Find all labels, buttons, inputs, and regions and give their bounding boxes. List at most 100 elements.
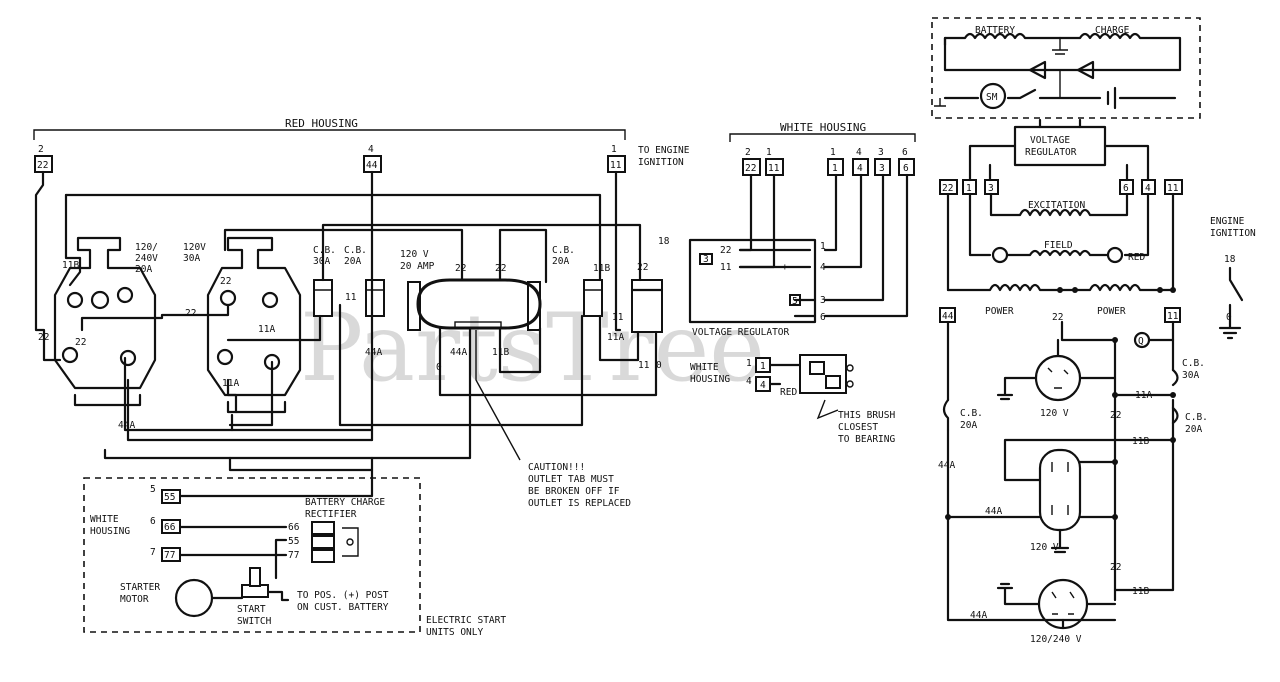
terminal-box-label: 11 [610, 160, 622, 171]
wire-label-44a: 44A [118, 420, 135, 431]
terminal-box-label: 66 [164, 522, 176, 533]
wire-label-22: 22 [185, 308, 196, 319]
terminal-44: 4 44 [363, 144, 382, 173]
terminal-num: 2 [745, 147, 751, 158]
brush-assembly [768, 354, 854, 420]
rectifier-label: BATTERY CHARGE [305, 497, 385, 508]
white-housing-section: WHITE HOUSING 2 22 1 11 1 1 4 4 3 3 6 [688, 121, 916, 445]
brush-note: THIS BRUSH [838, 410, 895, 421]
circuit-breaker-20a: C.B. 20A [344, 245, 385, 317]
cb2-label: 20A [344, 256, 361, 267]
wire-label-22: 22 [220, 276, 231, 287]
cb1-label: 30A [313, 256, 330, 267]
terminal-box-label: 55 [164, 492, 175, 503]
terminal-num: 1 [611, 144, 617, 155]
terminal-box-label: 6 [903, 163, 909, 174]
starter-motor-label: STARTER [120, 582, 160, 593]
terminal-box-label: 1 [832, 163, 838, 174]
terminal-num: 4 [746, 376, 752, 387]
wire-label-44a: 44A [365, 347, 382, 358]
red-housing-section: RED HOUSING TO ENGINE IGNITION 2 22 4 44… [33, 117, 690, 509]
wh-terminal-11: 1 11 [765, 147, 784, 176]
outlet3-label: 20 AMP [400, 261, 435, 272]
brush-white-housing: WHITE [690, 362, 719, 373]
outlet3-label: 120 V [400, 249, 429, 260]
terminal-num: 6 [902, 147, 908, 158]
rectifier-label: RECTIFIER [305, 509, 357, 520]
wire-label-11b: 11B [62, 260, 79, 271]
schematic-voltage-regulator [1013, 125, 1107, 167]
cb3-label: 20A [552, 256, 569, 267]
outlet2-label: 30A [183, 253, 200, 264]
red-label: RED [1128, 252, 1145, 263]
power1-label: POWER [985, 306, 1014, 317]
terminal-box-label: 22 [37, 160, 48, 171]
terminal-num: 3 [878, 147, 884, 158]
cb2-label: C.B. [344, 245, 367, 256]
starter-motor-label: MOTOR [120, 594, 149, 605]
electric-start-label: UNITS ONLY [426, 627, 483, 638]
electric-start-section: WHITE HOUSING 5 55 6 66 7 77 BATTERY CHA… [83, 456, 506, 638]
es-white-housing: HOUSING [90, 526, 130, 537]
vr-wire-3: 3 [820, 295, 826, 306]
circuit-breaker-20a-b: C.B. 20A [552, 245, 603, 317]
w44A3-label: 44A [970, 610, 987, 621]
ignition-block [630, 263, 664, 333]
wh-terminal-1: 1 1 [827, 147, 844, 176]
w44A2-label: 44A [938, 460, 955, 471]
vr-wire-1: 1 [820, 241, 826, 252]
charge-label: CHARGE [1095, 25, 1130, 36]
power2-label: POWER [1097, 306, 1126, 317]
rect-wire-66: 66 [288, 522, 300, 533]
outlet-120v-30a: 120V 30A [183, 236, 302, 414]
brush-note: CLOSEST [838, 422, 878, 433]
wire-label-22: 22 [75, 337, 86, 348]
terminal-box-label: 3 [879, 163, 885, 174]
caution-line: BE BROKEN OFF IF [528, 486, 620, 497]
cb20l-label: 20A [960, 420, 977, 431]
box-22: 22 [1052, 312, 1063, 323]
terminal-num: 1 [746, 358, 752, 369]
wire-label-11a: 11A [222, 378, 239, 389]
terminal-num: 4 [368, 144, 374, 155]
terminal-box-label: 44 [366, 160, 378, 171]
cb30-label: C.B. [1182, 358, 1205, 369]
terminal-77: 7 77 [150, 547, 181, 562]
cb20l-label: C.B. [960, 408, 983, 419]
excitation-label: EXCITATION [1028, 200, 1085, 211]
field-label: FIELD [1044, 240, 1073, 251]
wire-label-11: 11 [345, 292, 357, 303]
start-switch [241, 567, 290, 602]
top-box: 11 [1167, 183, 1179, 194]
cb20r-label: 20A [1185, 424, 1202, 435]
es-white-housing: WHITE [90, 514, 119, 525]
box-11: 11 [1167, 311, 1179, 322]
to-engine-label-1: TO ENGINE [638, 145, 690, 156]
start-switch-label: SWITCH [237, 616, 272, 627]
outlet1-label: 240V [135, 253, 158, 264]
cb30-label: 30A [1182, 370, 1199, 381]
cb1-label: C.B. [313, 245, 336, 256]
terminal-num: 5 [150, 484, 156, 495]
vr-3: 3 [703, 254, 709, 265]
brush-terminal-4: 4 4 [746, 376, 771, 392]
outlet1-label: 120/ [135, 242, 158, 253]
vr-wire-22: 22 [720, 245, 731, 256]
voltage-regulator [688, 238, 817, 324]
svr-label: VOLTAGE [1030, 135, 1070, 146]
wire-label-0: 0 [656, 360, 662, 371]
wire-label-22: 22 [455, 263, 466, 274]
schematic-top-terminals: 22 1 3 6 4 11 [939, 179, 1183, 195]
out2-label: 120 V [1030, 542, 1059, 553]
sm-label: SM [986, 92, 998, 103]
outlet-120v-20amp: 120 V 20 AMP [400, 249, 542, 331]
to-pos-label: ON CUST. BATTERY [297, 602, 389, 613]
cb3-label: C.B. [552, 245, 575, 256]
w22a-label: 22 [1110, 410, 1121, 421]
wire-label-0: 0 [436, 362, 442, 373]
box-44: 44 [942, 311, 954, 322]
terminal-11: 1 11 [607, 144, 626, 173]
w44A1-label: 44A [985, 506, 1002, 517]
caution-line: OUTLET IS REPLACED [528, 498, 631, 509]
